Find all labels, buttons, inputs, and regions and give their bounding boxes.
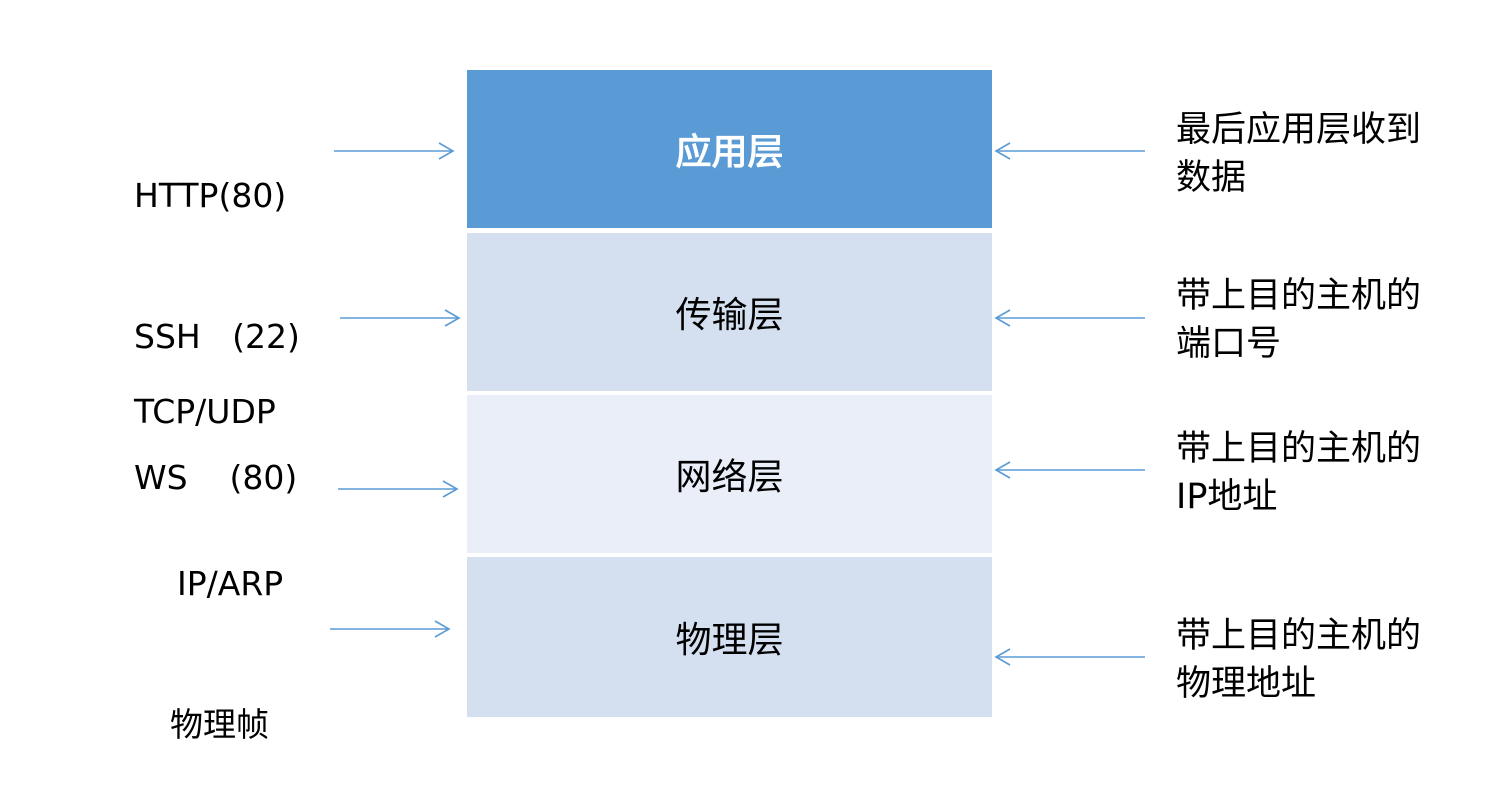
left-arrow-physical bbox=[330, 620, 451, 638]
physical-layer-box: 物理层 bbox=[467, 557, 992, 717]
protocol-ws: WS (80) bbox=[134, 458, 298, 497]
application-description-line-2: 数据 bbox=[1176, 158, 1247, 198]
transport-protocols: TCP/UDP bbox=[134, 294, 276, 482]
left-arrow-network bbox=[338, 480, 459, 498]
protocol-physical-frame: 物理帧 bbox=[170, 705, 269, 744]
physical-description-line-2: 物理地址 bbox=[1176, 664, 1317, 704]
application-description: 最后应用层收到 数据 bbox=[1176, 106, 1476, 202]
left-arrow-application bbox=[334, 142, 455, 160]
right-arrow-transport bbox=[994, 309, 1145, 327]
network-description-line-2: IP地址 bbox=[1176, 477, 1278, 517]
left-arrow-transport bbox=[340, 309, 461, 327]
physical-protocols: 物理帧 bbox=[170, 607, 269, 795]
right-arrow-physical bbox=[994, 648, 1145, 666]
network-description-line-1: 带上目的主机的 bbox=[1176, 429, 1422, 469]
transport-layer-label: 传输层 bbox=[675, 295, 784, 336]
physical-description: 带上目的主机的 物理地址 bbox=[1176, 612, 1476, 708]
physical-description-line-1: 带上目的主机的 bbox=[1176, 616, 1422, 656]
application-description-line-1: 最后应用层收到 bbox=[1176, 110, 1422, 150]
protocol-ssh: SSH (22) bbox=[134, 317, 300, 356]
physical-layer-label: 物理层 bbox=[675, 620, 784, 661]
application-layer-label: 应用层 bbox=[675, 132, 784, 173]
application-protocols: HTTP(80) SSH (22) WS (80) bbox=[134, 78, 300, 548]
protocol-ip-arp: IP/ARP bbox=[177, 564, 284, 603]
protocol-http: HTTP(80) bbox=[134, 176, 287, 215]
protocol-tcp-udp: TCP/UDP bbox=[134, 392, 276, 431]
network-layer-label: 网络层 bbox=[675, 457, 784, 498]
network-protocols: IP/ARP bbox=[177, 466, 283, 654]
application-layer-box: 应用层 bbox=[467, 70, 992, 228]
transport-layer-box: 传输层 bbox=[467, 233, 992, 391]
network-layer-box: 网络层 bbox=[467, 395, 992, 553]
transport-description-line-2: 端口号 bbox=[1176, 324, 1282, 364]
right-arrow-application bbox=[994, 142, 1145, 160]
transport-description-line-1: 带上目的主机的 bbox=[1176, 276, 1422, 316]
right-arrow-network bbox=[994, 461, 1145, 479]
transport-description: 带上目的主机的 端口号 bbox=[1176, 272, 1476, 368]
network-description: 带上目的主机的 IP地址 bbox=[1176, 425, 1476, 521]
